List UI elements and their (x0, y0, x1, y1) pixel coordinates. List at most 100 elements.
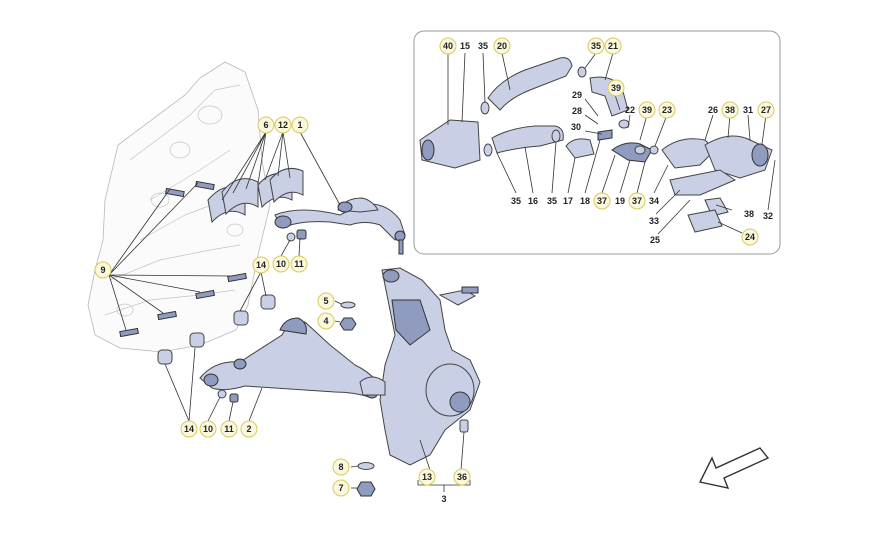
inset-callout-19: 19 (615, 196, 625, 206)
callout-4: 4 (317, 312, 335, 330)
inset-callout-20: 20 (493, 37, 511, 55)
svg-text:39: 39 (642, 105, 652, 115)
svg-text:37: 37 (632, 196, 642, 206)
bushings-14 (157, 294, 276, 365)
inset-callout-37-b: 37 (628, 192, 646, 210)
callout-14-upper: 14 (252, 256, 270, 274)
inset-callout-18: 18 (580, 196, 590, 206)
inset-callout-34: 34 (649, 196, 659, 206)
svg-text:28: 28 (572, 106, 582, 116)
front-direction-arrow-icon (698, 447, 770, 489)
callout-7: 7 (332, 479, 350, 497)
callout-11-upper: 11 (290, 255, 308, 273)
studs-9 (119, 180, 247, 338)
inset-callout-26: 26 (708, 105, 718, 115)
hub-carrier (359, 267, 481, 466)
callout-3: 3 (441, 494, 446, 504)
svg-text:2: 2 (246, 424, 251, 434)
callout-10-upper: 10 (272, 255, 290, 273)
inset-callout-25: 25 (650, 235, 660, 245)
svg-text:11: 11 (294, 259, 304, 269)
inset-callout-35-bottom-b: 35 (547, 196, 557, 206)
upper-bolt-washer (286, 229, 307, 242)
svg-text:19: 19 (615, 196, 625, 206)
svg-text:40: 40 (443, 41, 453, 51)
svg-text:12: 12 (278, 120, 288, 130)
callout-5: 5 (317, 292, 335, 310)
svg-text:36: 36 (457, 472, 467, 482)
inset-panel: 40 15 35 20 35 21 39 29 28 22 39 23 30 2… (413, 30, 781, 255)
svg-text:7: 7 (338, 483, 343, 493)
callout-1: 1 (291, 116, 309, 134)
svg-text:26: 26 (708, 105, 718, 115)
inset-callout-16: 16 (528, 196, 538, 206)
inset-callout-29: 29 (572, 90, 582, 100)
inset-callout-28: 28 (572, 106, 582, 116)
svg-text:35: 35 (478, 41, 488, 51)
svg-text:16: 16 (528, 196, 538, 206)
svg-text:1: 1 (297, 120, 302, 130)
callout-13: 13 (418, 468, 436, 486)
svg-text:38: 38 (744, 209, 754, 219)
inset-callout-37-a: 37 (593, 192, 611, 210)
svg-text:25: 25 (650, 235, 660, 245)
inset-callout-15: 15 (460, 41, 470, 51)
shims-6-12 (207, 168, 304, 224)
svg-text:17: 17 (563, 196, 573, 206)
upper-wishbone (274, 197, 406, 255)
inset-callout-21: 21 (604, 37, 622, 55)
svg-text:33: 33 (649, 216, 659, 226)
inset-callout-23: 23 (658, 101, 676, 119)
inset-callout-33: 33 (649, 216, 659, 226)
svg-text:6: 6 (263, 120, 268, 130)
svg-text:34: 34 (649, 196, 659, 206)
svg-text:21: 21 (608, 41, 618, 51)
svg-text:9: 9 (100, 265, 105, 275)
svg-text:35: 35 (591, 41, 601, 51)
inset-callout-24: 24 (741, 228, 759, 246)
svg-text:10: 10 (203, 424, 213, 434)
svg-text:35: 35 (511, 196, 521, 206)
callout-11-lower: 11 (220, 420, 238, 438)
svg-text:20: 20 (497, 41, 507, 51)
inset-callout-39-mid: 39 (638, 101, 656, 119)
svg-text:14: 14 (256, 260, 266, 270)
callout-2: 2 (240, 420, 258, 438)
svg-text:14: 14 (184, 424, 194, 434)
svg-text:22: 22 (625, 105, 635, 115)
svg-text:37: 37 (597, 196, 607, 206)
svg-text:29: 29 (572, 90, 582, 100)
inset-callout-35-top: 35 (478, 41, 488, 51)
inset-callout-27: 27 (757, 101, 775, 119)
callout-12: 12 (274, 116, 292, 134)
svg-text:23: 23 (662, 105, 672, 115)
svg-text:18: 18 (580, 196, 590, 206)
inset-callout-32: 32 (763, 211, 773, 221)
inset-callout-35-right: 35 (587, 37, 605, 55)
svg-text:10: 10 (276, 259, 286, 269)
inset-callout-40: 40 (439, 37, 457, 55)
svg-text:5: 5 (323, 296, 328, 306)
inset-callout-30: 30 (571, 122, 581, 132)
svg-text:4: 4 (323, 316, 328, 326)
callout-10-lower: 10 (199, 420, 217, 438)
svg-text:27: 27 (761, 105, 771, 115)
callout-8: 8 (332, 458, 350, 476)
inset-callout-22: 22 (625, 105, 635, 115)
inset-callout-38-top: 38 (721, 101, 739, 119)
callout-36: 36 (453, 468, 471, 486)
svg-text:32: 32 (763, 211, 773, 221)
main-callouts: 6 12 1 9 14 10 11 5 4 14 10 11 2 8 7 13 … (94, 116, 471, 504)
callout-14-lower: 14 (180, 420, 198, 438)
svg-text:31: 31 (743, 105, 753, 115)
svg-text:3: 3 (441, 494, 446, 504)
inset-callout-17: 17 (563, 196, 573, 206)
svg-text:38: 38 (725, 105, 735, 115)
main-leaders (108, 131, 471, 492)
svg-text:30: 30 (571, 122, 581, 132)
callout-9: 9 (94, 261, 112, 279)
small-hardware (339, 301, 376, 497)
svg-text:35: 35 (547, 196, 557, 206)
